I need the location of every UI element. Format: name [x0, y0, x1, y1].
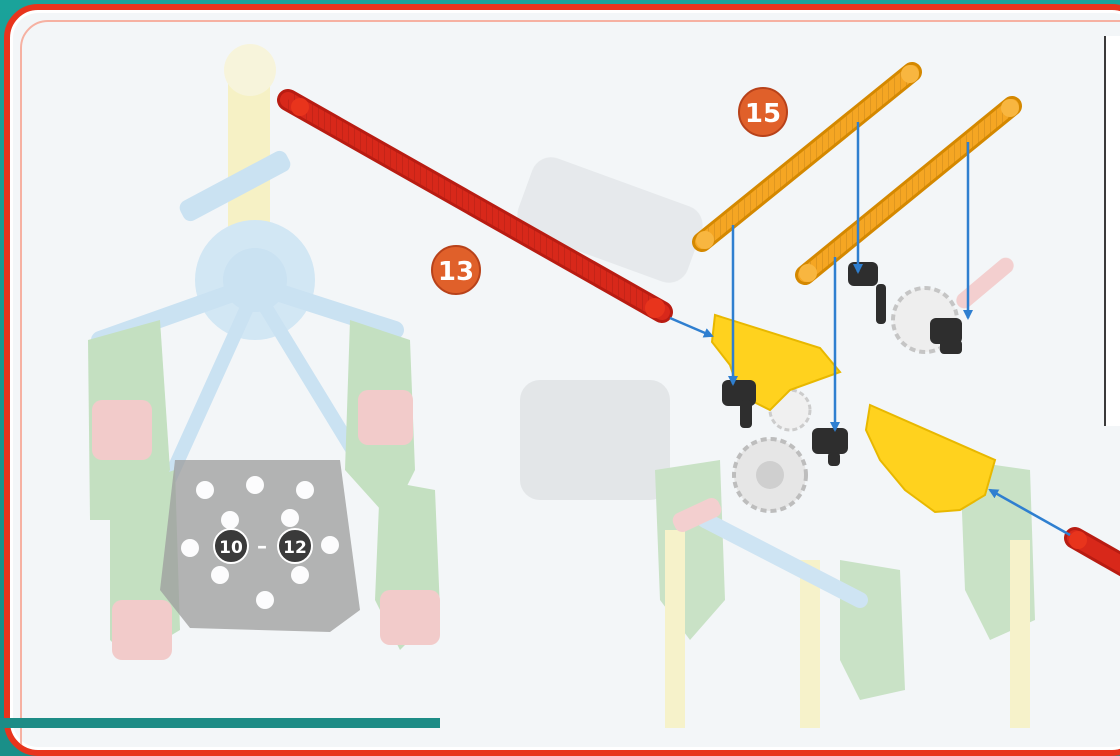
- ghost-top-connector: [224, 44, 276, 96]
- range-dash-text: –: [257, 534, 267, 558]
- step-range-badge: 10 – 12: [214, 529, 312, 563]
- right-edge-flap: [1104, 36, 1120, 426]
- ghost-pink-lower-right: [380, 590, 440, 645]
- bottom-edge-strip: [0, 718, 440, 728]
- arrow-red-rod-13: [670, 318, 712, 336]
- ghost-pink-lower-left: [112, 600, 172, 660]
- ghost-gray-block: [512, 152, 709, 289]
- ghost-green-lower: [840, 560, 905, 700]
- ghost-blue-rod: [705, 520, 860, 600]
- ghost-yellow-leg-1: [665, 530, 685, 728]
- ghost-yellow-leg-3: [1010, 540, 1030, 728]
- red-rod-partial: [1069, 531, 1120, 575]
- assembly-illustration: 13 15 10 – 12: [0, 0, 1120, 728]
- ghost-pink-right: [358, 390, 413, 445]
- ghost-pink-left: [92, 400, 152, 460]
- step-badge-13-text: 13: [438, 257, 474, 287]
- ghost-gray-body: [520, 380, 670, 500]
- step-badge-15: 15: [739, 88, 787, 136]
- range-start-text: 10: [219, 538, 243, 558]
- step-badge-15-text: 15: [745, 99, 781, 129]
- step-badge-13: 13: [432, 246, 480, 294]
- range-end-text: 12: [283, 538, 307, 558]
- ghost-pink-rod-top: [953, 254, 1017, 311]
